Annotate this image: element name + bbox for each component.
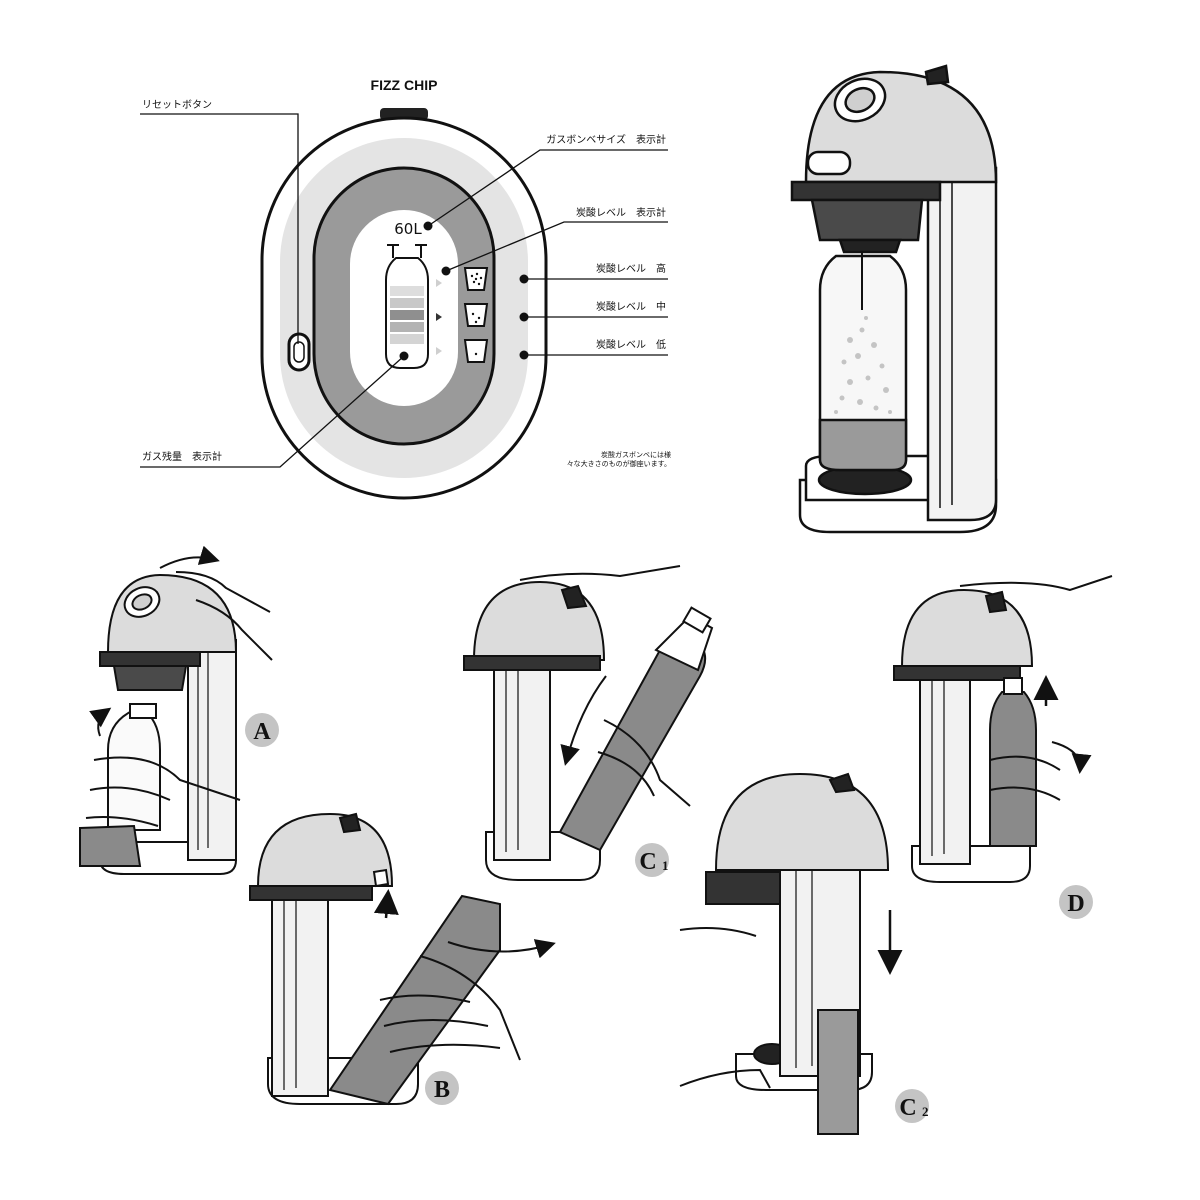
step-c1-illustration (463, 565, 714, 881)
label-level-mid: 炭酸レベル 中 (596, 300, 666, 313)
reset-button-inner (293, 341, 305, 363)
cup-icon-high (463, 267, 489, 291)
label-carbonation-indicator: 炭酸レベル 表示計 (576, 206, 666, 219)
step-badge-a: A (245, 713, 279, 747)
svg-text:2: 2 (922, 1104, 929, 1119)
fizz-chip-panel: FIZZ CHIP 60L (140, 77, 671, 500)
svg-text:1: 1 (662, 858, 669, 873)
level-indicators (436, 267, 489, 363)
svg-text:B: B (434, 1077, 450, 1103)
footnote-line-1: 炭酸ガスボンベには様 (601, 450, 671, 459)
step-badge-b: B (425, 1071, 459, 1105)
panel-title: FIZZ CHIP (371, 77, 438, 93)
soda-maker-illustration (790, 64, 998, 534)
step-badge-c1: C 1 (635, 843, 669, 877)
leader-lines (140, 113, 668, 468)
cup-icon-mid (463, 303, 489, 327)
step-c2-illustration (679, 772, 903, 1135)
leader-dots (399, 221, 529, 361)
cup-icon-low (463, 339, 489, 363)
step-d-illustration (893, 575, 1113, 883)
label-cylinder-size: ガスボンベサイズ 表示計 (546, 133, 666, 146)
svg-text:C: C (899, 1095, 916, 1121)
bubbles (834, 316, 892, 414)
label-gas-remaining: ガス残量 表示計 (142, 450, 222, 463)
footnote-line-2: 々な大きさのものが御座います。 (567, 459, 671, 468)
gauge-value: 60L (394, 220, 422, 238)
gas-bottle-gauge (385, 244, 429, 369)
svg-text:D: D (1067, 891, 1084, 917)
label-level-high: 炭酸レベル 高 (596, 262, 666, 275)
svg-text:A: A (253, 719, 271, 745)
svg-text:C: C (639, 849, 656, 875)
step-a-illustration (79, 545, 273, 875)
step-b-illustration (249, 812, 556, 1106)
step-badge-d: D (1059, 885, 1093, 919)
label-reset-button: リセットボタン (142, 99, 212, 111)
step-badge-c2: C 2 (895, 1089, 929, 1123)
label-level-low: 炭酸レベル 低 (596, 338, 666, 351)
